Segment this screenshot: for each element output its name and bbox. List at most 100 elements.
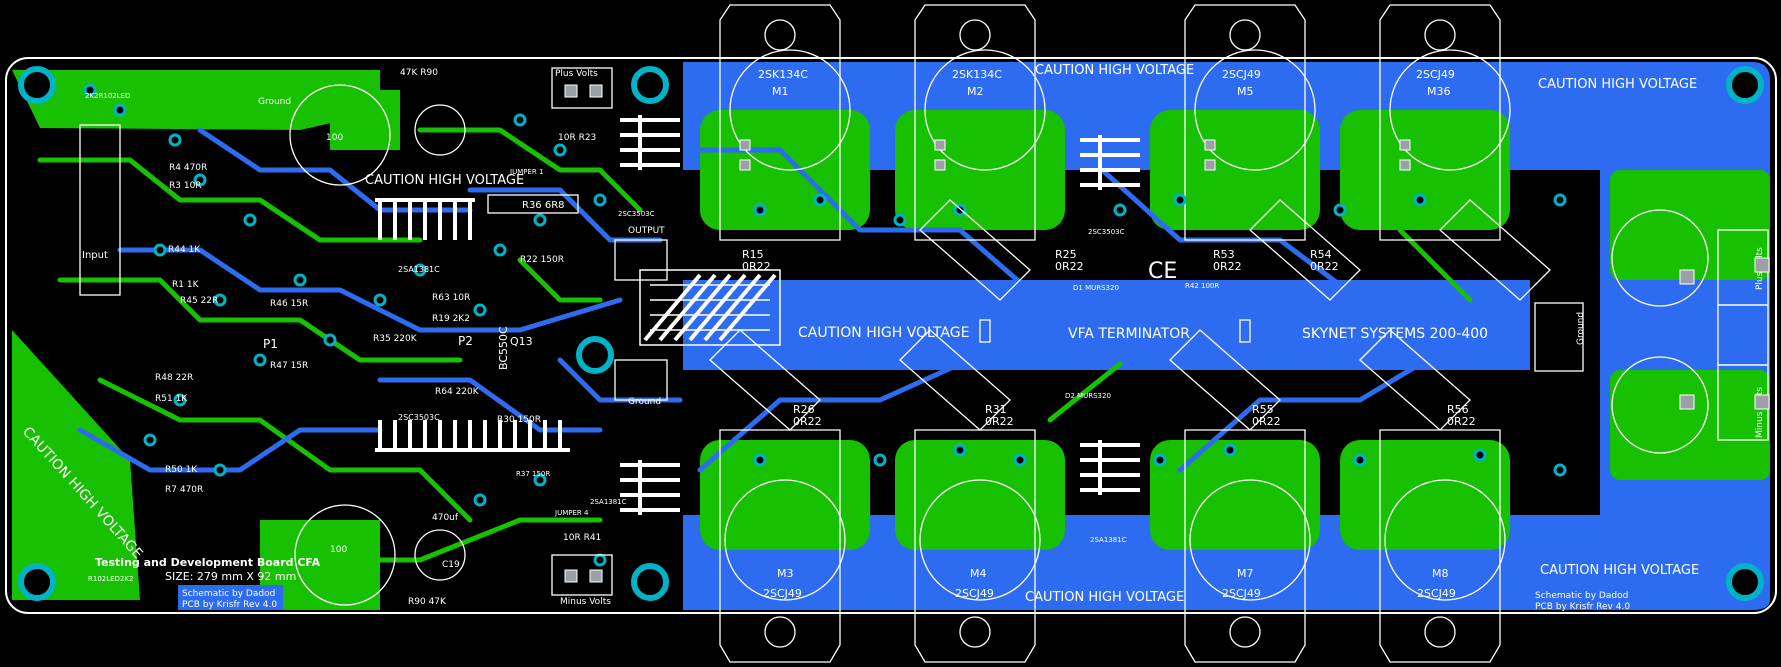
p2-label: P2	[458, 334, 473, 348]
jumper1-label: JUMPER 1	[509, 168, 543, 176]
board-title: VFA TERMINATOR	[1068, 326, 1190, 342]
heatsink-q9	[620, 115, 680, 170]
heatsink-q6	[375, 198, 475, 240]
ground-label-top: Ground	[258, 97, 291, 107]
warning-label-center: CAUTION HIGH VOLTAGE	[798, 325, 969, 341]
green-pour-cap	[330, 90, 400, 150]
bus-fuse-marks	[979, 319, 1251, 343]
power-resistor-labels: R25 0R22 R53 0R22 R54 0R22 R26 0R22 R31 …	[742, 248, 1476, 428]
bc550c-label: BC550C	[497, 326, 510, 370]
r4-label: R4 470R	[169, 163, 207, 173]
r56-value: 0R22	[1447, 415, 1476, 428]
d2-label: D2 MURS320	[1065, 392, 1111, 400]
d1-label: D1 MURS320	[1073, 284, 1119, 292]
r36-label: R36 6R8	[522, 200, 565, 211]
warning-label-top-right: CAUTION HIGH VOLTAGE	[1538, 77, 1697, 92]
m8-part: 2SCJ49	[1417, 587, 1456, 600]
center-bus	[683, 298, 1543, 364]
r54-ref: R54	[1310, 248, 1332, 261]
m1-ref: M1	[772, 85, 789, 98]
green-pour-bottomleft	[12, 330, 140, 600]
green-pour-topleft	[12, 70, 380, 130]
r37-label: R37 150R	[516, 470, 550, 478]
r51-label: R51 1K	[155, 394, 188, 404]
m2-ref: M2	[967, 85, 984, 98]
jumper4-label: JUMPER 4	[554, 509, 589, 517]
input-label: Input	[82, 250, 108, 261]
plus-volts-label: Plus Volts	[555, 69, 598, 79]
m3-part: 2SCJ49	[763, 587, 802, 600]
q9b-label: 2SC3503C	[1088, 228, 1125, 236]
minus-volts-label: Minus Volts	[560, 597, 611, 607]
m2-part: 2SK134C	[952, 68, 1002, 81]
r3-label: R3 10R	[169, 181, 202, 191]
heatsink-q9b	[1080, 135, 1140, 190]
credit-schematic-right: Schematic by Dadod	[1535, 591, 1628, 601]
m4-ref: M4	[970, 567, 987, 580]
q9-label: 2SC3503C	[618, 210, 655, 218]
r35-label: R35 220K	[373, 334, 418, 344]
vias	[83, 83, 1567, 567]
c19-bottom: C19	[442, 560, 460, 570]
right-black-strip	[1530, 170, 1600, 515]
r64-label: R64 220K	[435, 387, 480, 397]
heatsink-q10	[1080, 440, 1140, 495]
r42-label: R42 100R	[1185, 282, 1219, 290]
q8-label: 2SC3503C	[398, 413, 440, 422]
brand-label: SKYNET SYSTEMS 200-400	[1302, 326, 1488, 342]
m36-ref: M36	[1427, 85, 1451, 98]
r53-ref: R53	[1213, 248, 1235, 261]
r22-label: R22 150R	[520, 255, 564, 265]
cap-100-top: 100	[326, 133, 343, 143]
r90-bottom-label: R90 47K	[408, 597, 447, 607]
bottom-transistor-labels: M3 2SCJ49 M4 2SCJ49 M7 2SCJ49 M8 2SCJ49	[763, 567, 1456, 600]
output-label: OUTPUT	[628, 226, 665, 236]
m4-part: 2SCJ49	[955, 587, 994, 600]
q10-label: 2SA1381C	[590, 498, 627, 506]
credit-schematic-left: Schematic by Dadod	[182, 589, 275, 599]
r55-value: 0R22	[1252, 415, 1281, 428]
ground-label-right: Ground	[1576, 312, 1586, 345]
ce-mark: CE	[1148, 259, 1177, 284]
r53-value: 0R22	[1213, 260, 1242, 273]
m3-ref: M3	[777, 567, 794, 580]
m7-ref: M7	[1237, 567, 1254, 580]
mosfet-outlines-bottom	[719, 429, 1506, 663]
green-pour-bottom-cap	[260, 520, 380, 610]
credit-pcb-left: PCB by Krisfr Rev 4.0	[182, 600, 277, 610]
m8-ref: M8	[1432, 567, 1449, 580]
heatsink-q8	[375, 420, 570, 452]
r23-label: 10R R23	[558, 133, 596, 143]
dev-board-title: Testing and Development Board CFA	[95, 556, 321, 569]
r15-ref: R15	[742, 248, 764, 261]
ground-label-mid: Ground	[628, 397, 661, 407]
r26-value: 0R22	[793, 415, 822, 428]
cap-100-bottom: 100	[330, 545, 347, 555]
r15-value: 0R22	[742, 260, 771, 273]
q6-label: 2SA1381C	[398, 265, 440, 274]
m7-part: 2SCJ49	[1222, 587, 1261, 600]
r50-label: R50 1K	[165, 465, 198, 475]
minus-volts-label-right: Minus Volts	[1755, 387, 1765, 438]
heatsink-q10b	[620, 460, 680, 515]
r44-label: R44 1K	[168, 245, 201, 255]
r54-value: 0R22	[1310, 260, 1339, 273]
r48-label: R48 22R	[155, 373, 193, 383]
r90-top-label: 47K R90	[400, 68, 438, 78]
r26-ref: R26	[793, 403, 815, 416]
led-top-label: 2K2R102LED	[85, 92, 130, 100]
r56-ref: R56	[1447, 403, 1469, 416]
r31-ref: R31	[985, 403, 1007, 416]
led-bottom-label: R102LED2K2	[88, 575, 133, 583]
r45-label: R45 22R	[180, 296, 218, 306]
mounting-holes	[18, 66, 1764, 601]
power-resistor-outlines	[709, 199, 1551, 431]
output-inductor	[639, 269, 781, 346]
r19-label: R19 2K2	[432, 314, 470, 324]
r47-label: R47 15R	[270, 361, 308, 371]
r41-label: 10R R41	[563, 533, 601, 543]
r1-label: R1 1K	[172, 280, 200, 290]
cap-470-label: 470uf	[432, 513, 459, 523]
m5-ref: M5	[1237, 85, 1254, 98]
component-pads	[564, 84, 1770, 583]
